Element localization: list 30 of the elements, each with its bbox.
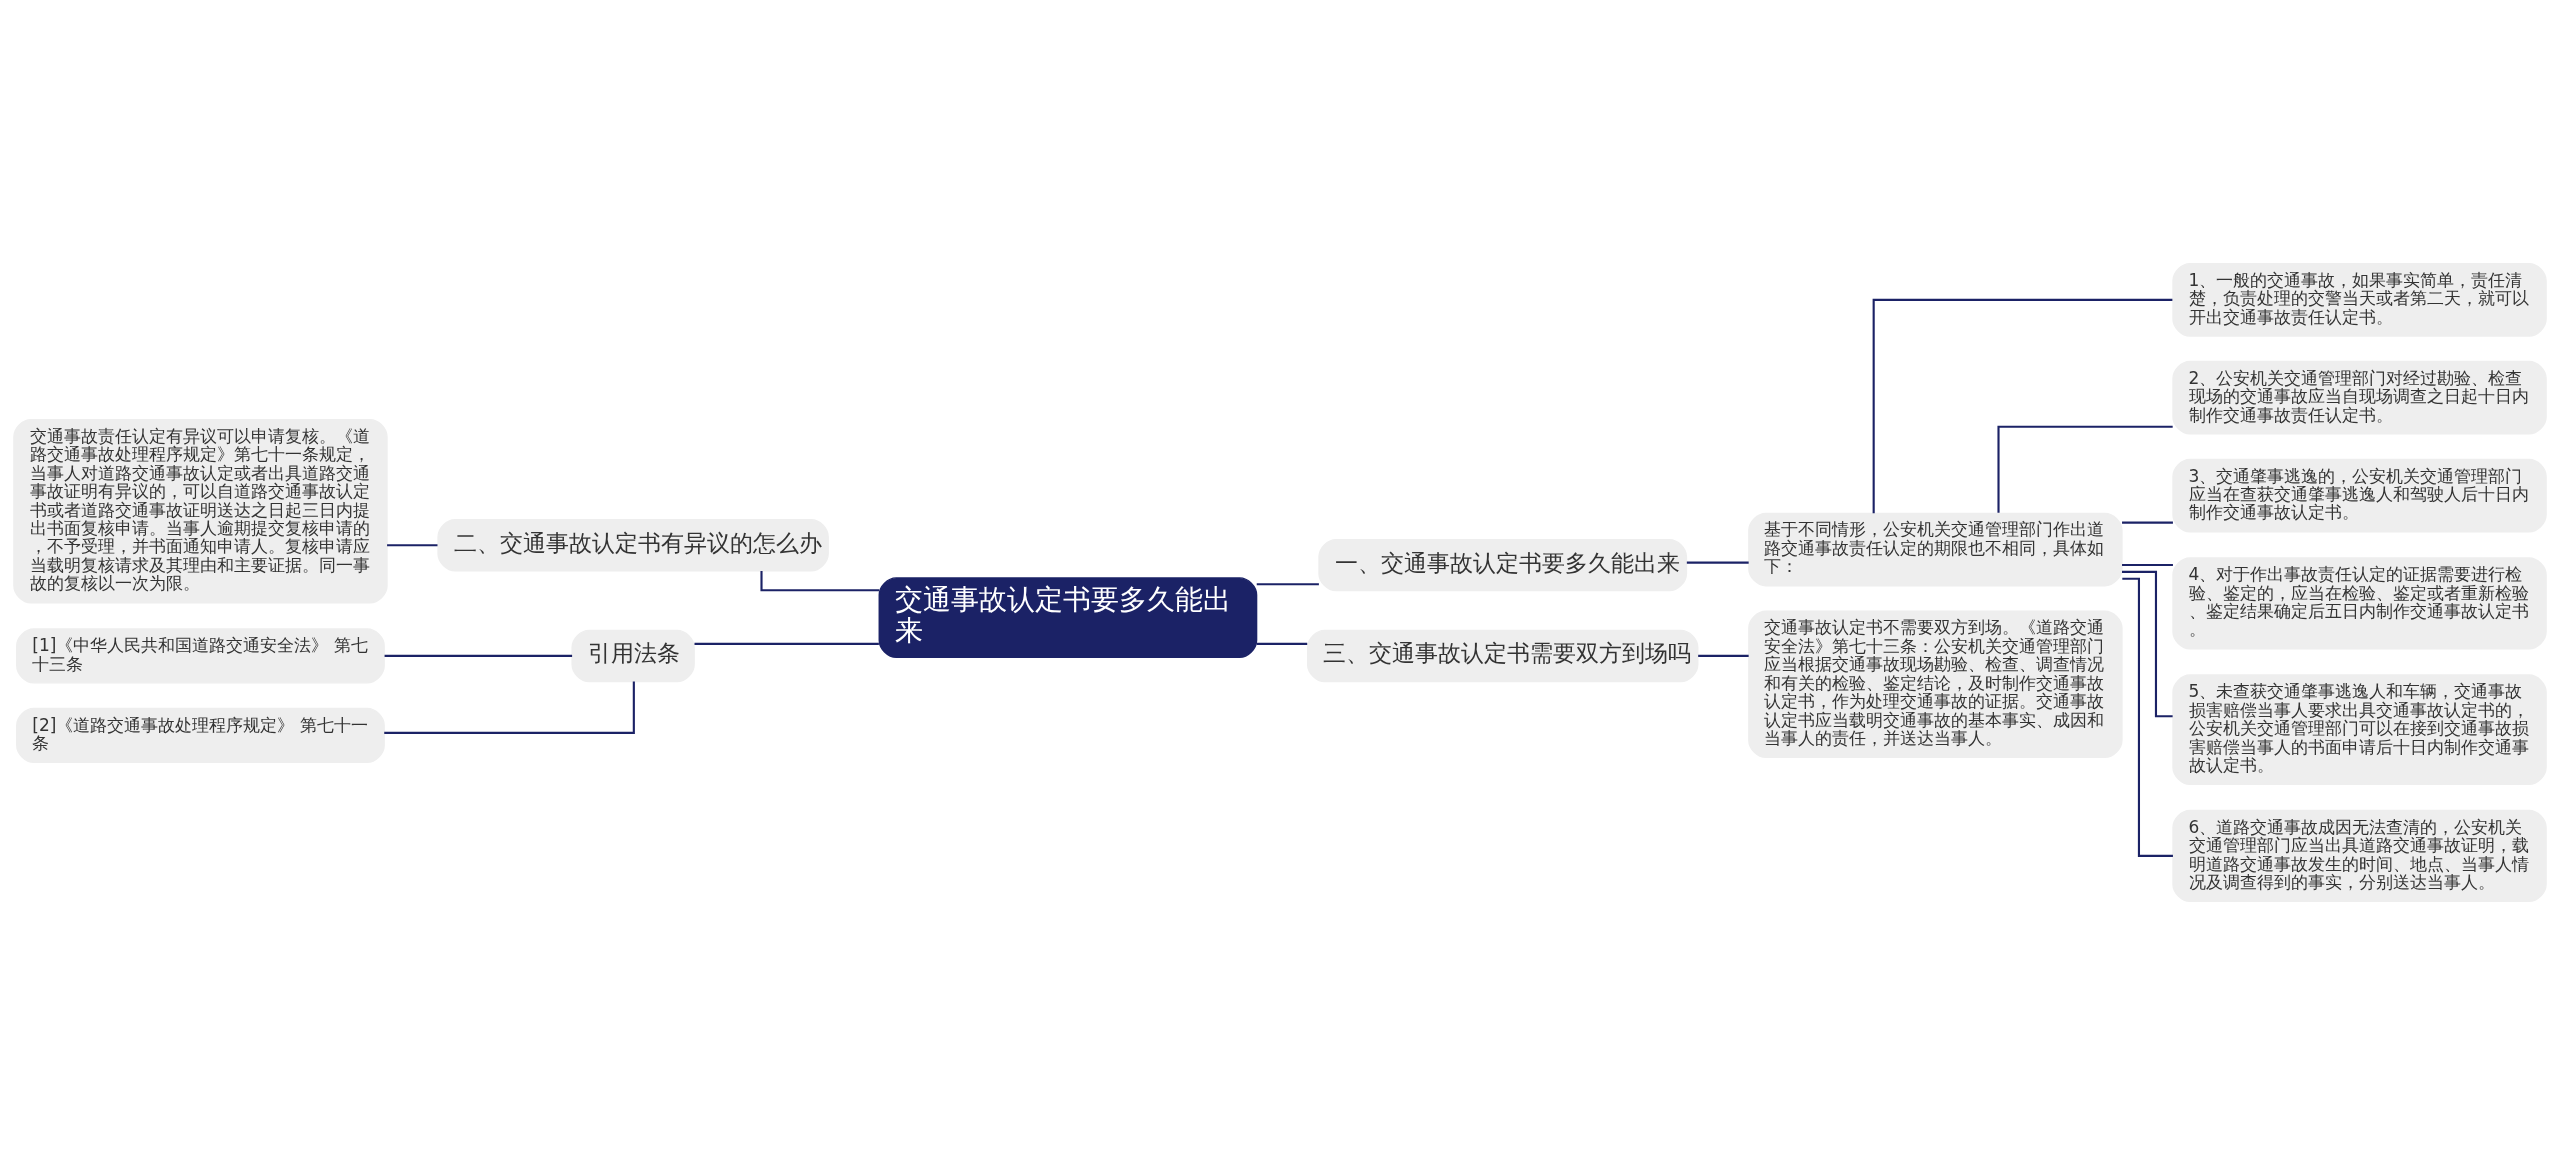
- node-box: 3、交通肇事逃逸的，公安机关交通管理部门应当在查获交通肇事逃逸人和驾驶人后十日内制作交通事故认定书。: [2172, 458, 2547, 533]
- connector: [1997, 425, 2173, 513]
- connector: [2122, 570, 2173, 718]
- connector: [1698, 654, 1749, 657]
- node-box: 交通事故责任认定有异议可以申请复核。《道路交通事故处理程序规定》第七十一条规定，当事人对道路交通事故认定或者出具道路交通事故证明有异议的，可以自道路交通事故认定书或者道路交通事故证明送达之日起三日内提出书面复核申请。当事人逾期提交复核申请的，不予受理，并书面通知申请人。复核申请应当载明复核请求及其理由和主要证据。同一事故的复核以一次为限。: [13, 419, 388, 604]
- connector: [760, 570, 880, 592]
- node-box: 1、一般的交通事故，如果事实简单，责任清楚，负责处理的交警当天或者第二天，就可以开出交通事故责任认定书。: [2172, 262, 2547, 337]
- node-box: [1]《中华人民共和国道路交通安全法》 第七十三条: [16, 628, 385, 684]
- node-box: 引用法条: [571, 629, 695, 683]
- node-box: 基于不同情形，公安机关交通管理部门作出道路交通事故责任认定的期限也不相同，具体如下：: [1748, 512, 2123, 587]
- node-box: 二、交通事故认定书有异议的怎么办: [437, 519, 829, 572]
- node-box: 一、交通事故认定书要多久能出来: [1318, 538, 1688, 592]
- node-box: [2]《道路交通事故处理程序规定》 第七十一条: [16, 707, 385, 763]
- node-box: 三、交通事故认定书需要双方到场吗: [1306, 629, 1699, 683]
- node-box: 6、道路交通事故成因无法查清的，公安机关交通管理部门应当出具道路交通事故证明，载明道路交通事故发生的时间、地点、当事人情况及调查得到的事实，分别送达当事人。: [2172, 809, 2547, 903]
- node-box: 交通事故认定书不需要双方到场。《道路交通安全法》第七十三条：公安机关交通管理部门应当根据交通事故现场勘验、检查、调查情况和有关的检验、鉴定结论，及时制作交通事故认定书，作为处理交通事故的证据。交通事故认定书应当载明交通事故的基本事实、成因和当事人的责任，并送达当事人。: [1748, 610, 2123, 759]
- connector: [694, 642, 879, 645]
- connector: [384, 681, 635, 734]
- connector: [387, 544, 438, 547]
- connector: [2122, 563, 2173, 566]
- node-box: 2、公安机关交通管理部门对经过勘验、检查现场的交通事故应当自现场调查之日起十日内制作交通事故责任认定书。: [2172, 360, 2547, 435]
- connector: [1872, 298, 2173, 514]
- connector: [1256, 583, 1319, 586]
- node-box: 5、未查获交通肇事逃逸人和车辆，交通事故损害赔偿当事人要求出具交通事故认定书的，公安机关交通管理部门可以在接到交通事故损害赔偿当事人的书面申请后十日内制作交通事故认定书。: [2172, 674, 2547, 785]
- connector: [1686, 561, 1749, 564]
- connector: [1256, 642, 1308, 645]
- connector: [384, 654, 573, 657]
- node-box: 交通事故认定书要多久能出来: [878, 577, 1258, 659]
- node-box: 4、对于作出事故责任认定的证据需要进行检验、鉴定的，应当在检验、鉴定或者重新检验、鉴定结果确定后五日内制作交通事故认定书。: [2172, 557, 2547, 650]
- connector: [2122, 521, 2173, 524]
